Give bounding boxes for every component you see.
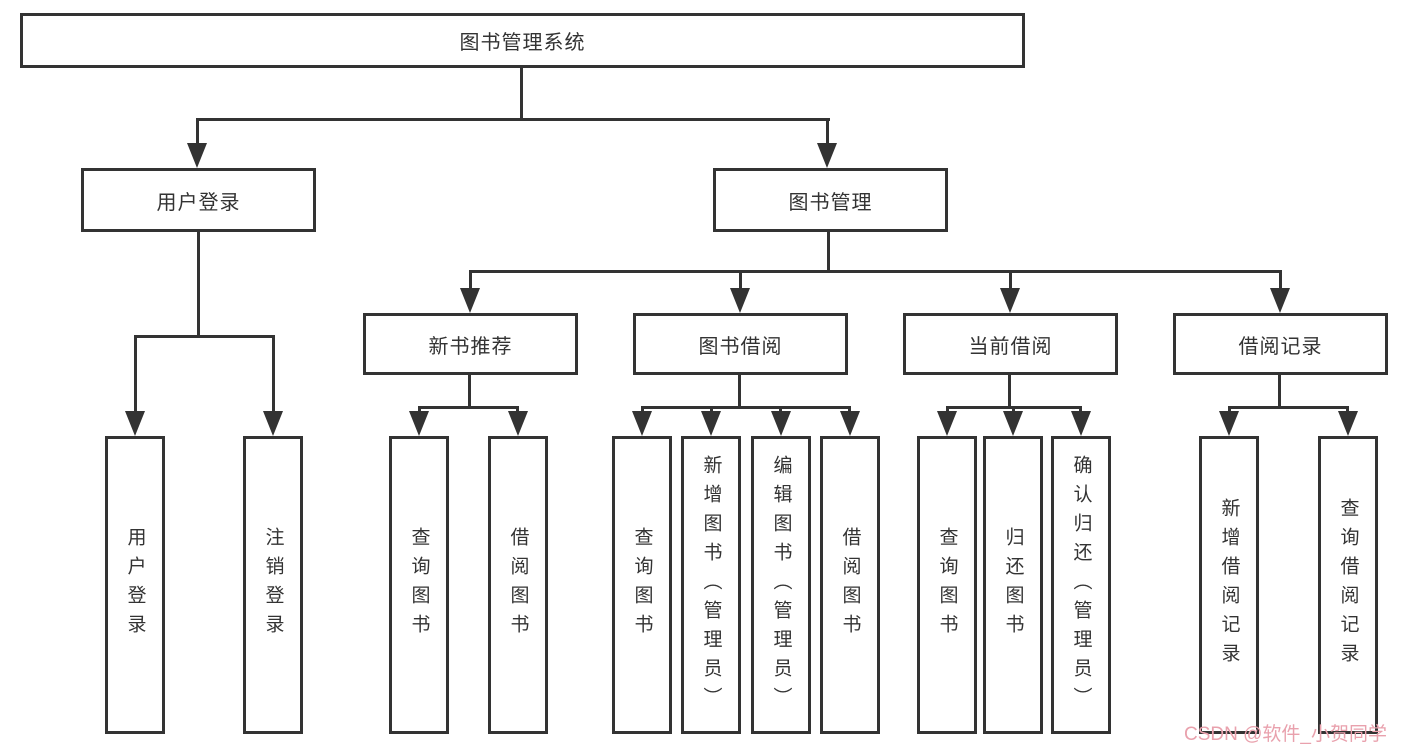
- connector-mgmt-trunk: [827, 232, 830, 273]
- connector-drop-login-child2: [272, 335, 275, 413]
- connector-records-bar: [1228, 406, 1349, 409]
- connector-borrow-trunk: [738, 375, 741, 409]
- node-borrow-records-label: 借阅记录: [1238, 335, 1323, 358]
- connector-newbook-bar: [418, 406, 519, 409]
- leaf-label: 归还图书: [1002, 527, 1024, 643]
- arrowhead-down-icon: [937, 411, 957, 436]
- connector-drop-login: [196, 118, 199, 145]
- arrowhead-down-icon: [409, 411, 429, 436]
- connector-drop: [641, 406, 644, 413]
- connector-drop: [1012, 406, 1015, 413]
- node-user-login-label: 用户登录: [156, 191, 241, 214]
- leaf-label: 新增借阅记录: [1218, 498, 1240, 672]
- leaf-label: 查询图书: [408, 527, 430, 643]
- leaf-label: 编辑图书（管理员）: [770, 454, 792, 716]
- connector-level2-bar: [469, 270, 1282, 273]
- node-current-borrow-label: 当前借阅: [968, 335, 1053, 358]
- connector-login-trunk: [197, 232, 200, 338]
- arrowhead-down-icon: [1270, 288, 1290, 313]
- leaf-borrow-add-books-admin: 新增图书（管理员）: [681, 436, 741, 734]
- arrowhead-down-icon: [632, 411, 652, 436]
- connector-drop: [418, 406, 421, 413]
- arrowhead-down-icon: [1219, 411, 1239, 436]
- node-new-book-recommend: 新书推荐: [363, 313, 578, 375]
- arrowhead-down-icon: [125, 411, 145, 436]
- connector-drop-mgmt: [826, 118, 829, 145]
- node-user-login: 用户登录: [81, 168, 316, 232]
- node-book-borrow-label: 图书借阅: [698, 335, 783, 358]
- leaf-records-add-record: 新增借阅记录: [1199, 436, 1259, 734]
- leaf-newbook-borrow-books: 借阅图书: [488, 436, 548, 734]
- arrowhead-down-icon: [730, 288, 750, 313]
- arrowhead-down-icon: [1338, 411, 1358, 436]
- leaf-label: 借阅图书: [507, 527, 529, 643]
- arrowhead-down-icon: [263, 411, 283, 436]
- connector-drop-login-child1: [134, 335, 137, 413]
- leaf-current-return-books: 归还图书: [983, 436, 1043, 734]
- leaf-label: 新增图书（管理员）: [700, 454, 722, 716]
- connector-drop-borrow: [739, 270, 742, 290]
- node-book-borrow: 图书借阅: [633, 313, 848, 375]
- connector-borrow-bar: [641, 406, 851, 409]
- arrowhead-down-icon: [701, 411, 721, 436]
- arrowhead-down-icon: [460, 288, 480, 313]
- connector-drop: [1079, 406, 1082, 413]
- csdn-watermark: CSDN @软件_小贺同学: [1184, 724, 1387, 745]
- leaf-borrow-borrow-books: 借阅图书: [820, 436, 880, 734]
- leaf-user-login: 用户登录: [105, 436, 165, 734]
- connector-drop-current: [1009, 270, 1012, 290]
- arrowhead-down-icon: [1000, 288, 1020, 313]
- arrowhead-down-icon: [1003, 411, 1023, 436]
- node-new-book-recommend-label: 新书推荐: [428, 335, 513, 358]
- connector-drop: [1228, 406, 1231, 413]
- leaf-current-confirm-return-admin: 确认归还（管理员）: [1051, 436, 1111, 734]
- node-root-label: 图书管理系统: [459, 32, 586, 54]
- leaf-logout: 注销登录: [243, 436, 303, 734]
- node-borrow-records: 借阅记录: [1173, 313, 1388, 375]
- leaf-label: 注销登录: [262, 527, 284, 643]
- leaf-records-query-record: 查询借阅记录: [1318, 436, 1378, 734]
- connector-drop: [946, 406, 949, 413]
- connector-login-bar: [134, 335, 275, 338]
- connector-drop-records: [1279, 270, 1282, 290]
- node-book-management: 图书管理: [713, 168, 948, 232]
- connector-drop-newbook: [469, 270, 472, 290]
- connector-root-trunk: [520, 68, 523, 121]
- node-current-borrow: 当前借阅: [903, 313, 1118, 375]
- node-root-system: 图书管理系统: [20, 13, 1025, 68]
- leaf-current-query-books: 查询图书: [917, 436, 977, 734]
- connector-newbook-trunk: [468, 375, 471, 409]
- leaf-label: 查询图书: [936, 527, 958, 643]
- arrowhead-down-icon: [771, 411, 791, 436]
- arrowhead-down-icon: [817, 143, 837, 168]
- connector-drop: [710, 406, 713, 413]
- node-book-management-label: 图书管理: [788, 191, 873, 214]
- leaf-borrow-edit-books-admin: 编辑图书（管理员）: [751, 436, 811, 734]
- connector-current-trunk: [1008, 375, 1011, 409]
- leaf-newbook-query-books: 查询图书: [389, 436, 449, 734]
- connector-level1-bar: [196, 118, 830, 121]
- leaf-label: 查询借阅记录: [1337, 498, 1359, 672]
- connector-drop: [516, 406, 519, 413]
- leaf-label: 借阅图书: [839, 527, 861, 643]
- connector-drop: [779, 406, 782, 413]
- connector-drop: [848, 406, 851, 413]
- connector-records-trunk: [1278, 375, 1281, 409]
- arrowhead-down-icon: [508, 411, 528, 436]
- connector-drop: [1346, 406, 1349, 413]
- arrowhead-down-icon: [187, 143, 207, 168]
- leaf-borrow-query-books: 查询图书: [612, 436, 672, 734]
- leaf-label: 查询图书: [631, 527, 653, 643]
- leaf-label: 确认归还（管理员）: [1070, 454, 1092, 716]
- arrowhead-down-icon: [840, 411, 860, 436]
- arrowhead-down-icon: [1071, 411, 1091, 436]
- leaf-label: 用户登录: [124, 527, 146, 643]
